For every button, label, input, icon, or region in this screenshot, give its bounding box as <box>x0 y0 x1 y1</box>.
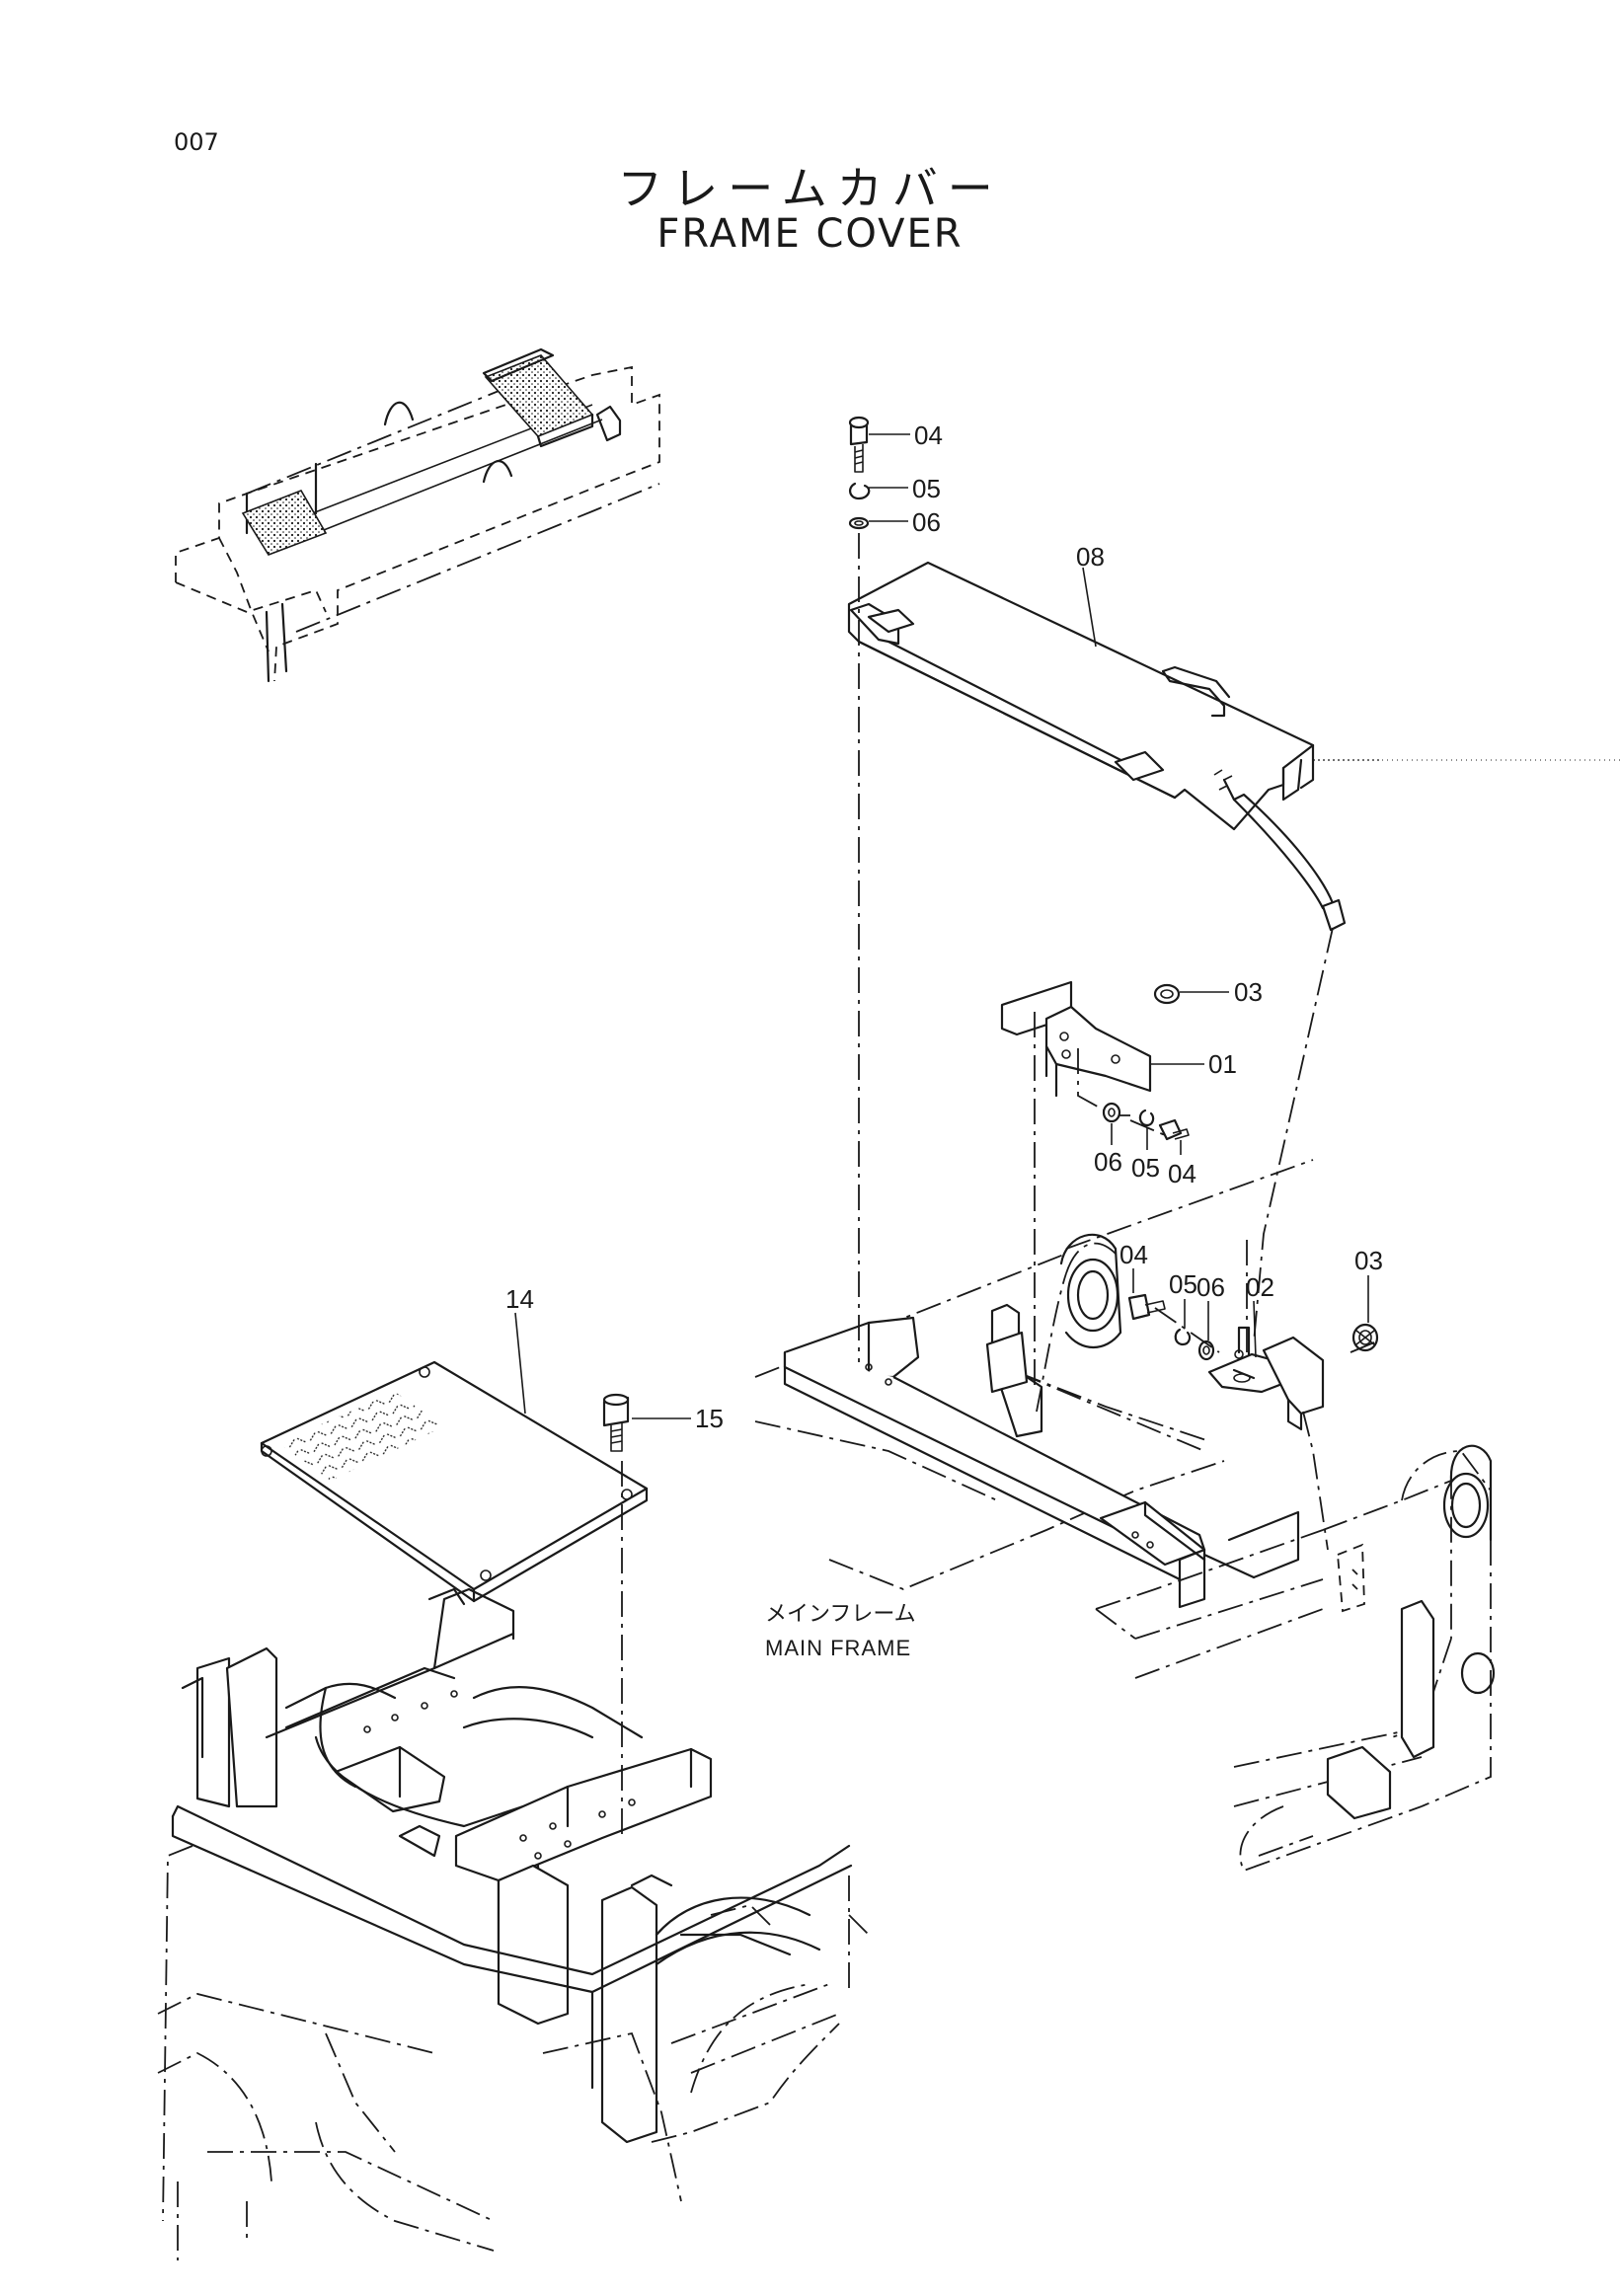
callout-08: 08 <box>1076 542 1105 572</box>
callout-15: 15 <box>695 1404 724 1433</box>
callout-03-lower: 03 <box>1354 1246 1383 1275</box>
leader-lines <box>514 433 1620 1419</box>
callout-05-top: 05 <box>912 474 941 503</box>
page-number: 007 <box>174 128 219 156</box>
title-japanese: フレームカバー <box>617 162 1003 215</box>
inset-overview <box>175 347 660 683</box>
crossbeam <box>783 1316 1365 1613</box>
main-frame-label-japanese: メインフレーム <box>765 1602 916 1627</box>
callout-06-top: 06 <box>912 507 941 537</box>
callout-05-mid: 05 <box>1131 1153 1160 1183</box>
callout-04-top: 04 <box>914 421 943 450</box>
main-frame-label: メインフレーム MAIN FRAME <box>765 1602 916 1660</box>
callout-06-mid: 06 <box>1094 1147 1122 1177</box>
main-frame-outline <box>754 1159 1496 1873</box>
bracket-02 <box>1207 1326 1325 1431</box>
callout-06-lower: 06 <box>1196 1272 1225 1302</box>
assembly-centerlines <box>621 533 1375 1836</box>
callout-03-upper: 03 <box>1234 977 1263 1007</box>
callout-01: 01 <box>1208 1049 1237 1079</box>
callout-04-mid: 04 <box>1168 1159 1196 1188</box>
main-frame-label-english: MAIN FRAME <box>765 1636 911 1660</box>
frame-cover-08 <box>847 561 1347 932</box>
callout-labels: 04 05 06 08 03 01 06 05 04 04 05 06 02 0… <box>505 421 1383 1433</box>
lower-frame <box>157 1587 870 2260</box>
title-english: FRAME COVER <box>656 211 964 257</box>
callout-04-lower: 04 <box>1119 1240 1148 1269</box>
cover-14 <box>260 1360 649 1603</box>
callout-14: 14 <box>505 1284 534 1314</box>
callout-05-lower: 05 <box>1169 1269 1197 1299</box>
bracket-01 <box>1000 980 1152 1116</box>
callout-02: 02 <box>1246 1272 1274 1302</box>
